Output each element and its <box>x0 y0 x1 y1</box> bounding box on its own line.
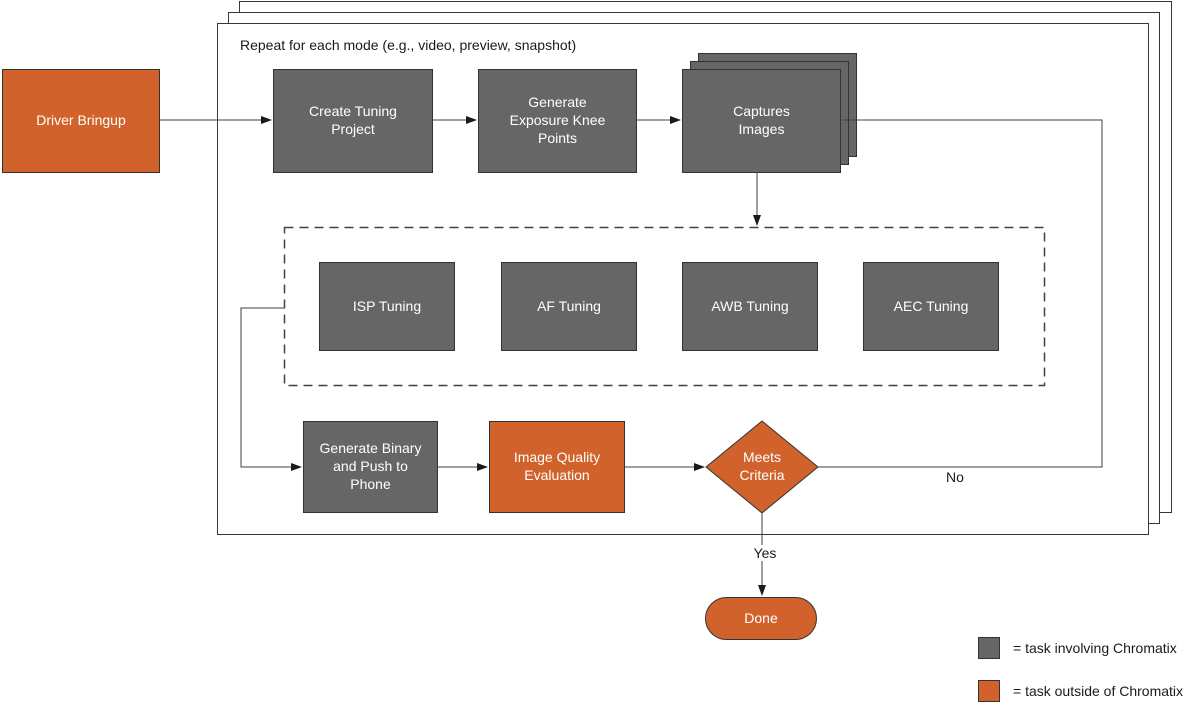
legend-item-chromatix: = task involving Chromatix <box>978 637 1177 659</box>
node-driver-bringup: Driver Bringup <box>2 69 160 173</box>
node-done: Done <box>705 597 817 640</box>
legend-swatch-outside-chromatix <box>978 680 1000 702</box>
node-isp-tuning: ISP Tuning <box>319 262 455 351</box>
edge-label-yes: Yes <box>733 545 797 561</box>
node-image-quality-evaluation: Image Quality Evaluation <box>489 421 625 513</box>
legend-item-outside-chromatix: = task outside of Chromatix <box>978 680 1183 702</box>
node-aec-tuning: AEC Tuning <box>863 262 999 351</box>
node-generate-exposure-knee-points: Generate Exposure Knee Points <box>478 69 637 173</box>
node-captures-images: Captures Images <box>682 69 841 173</box>
legend-label-chromatix: = task involving Chromatix <box>1013 640 1177 656</box>
legend-swatch-chromatix <box>978 637 1000 659</box>
node-af-tuning: AF Tuning <box>501 262 637 351</box>
legend-label-outside-chromatix: = task outside of Chromatix <box>1013 683 1184 699</box>
node-awb-tuning: AWB Tuning <box>682 262 818 351</box>
edge-label-no: No <box>946 469 964 485</box>
node-generate-binary-and-push-to-phone: Generate Binary and Push to Phone <box>303 421 438 513</box>
repeat-frame-note: Repeat for each mode (e.g., video, previ… <box>240 37 577 53</box>
node-create-tuning-project: Create Tuning Project <box>273 69 433 173</box>
node-meets-criteria: Meets Criteria <box>739 449 785 483</box>
